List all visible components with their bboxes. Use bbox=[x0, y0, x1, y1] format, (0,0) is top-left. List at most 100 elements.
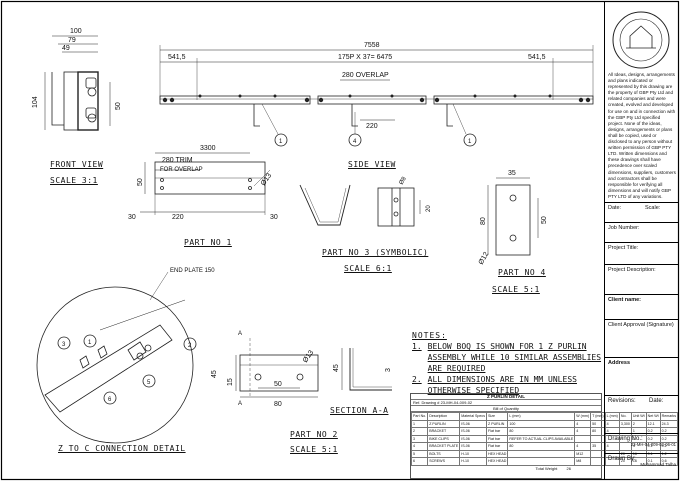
section-dim-45: 45 bbox=[333, 364, 340, 372]
bom-cell: 5 bbox=[410, 449, 429, 458]
front-dim-79: 79 bbox=[68, 37, 76, 44]
part2-title: PART NO 2 bbox=[290, 430, 338, 439]
bom-cell bbox=[590, 434, 606, 443]
drawn-by-label: Drawn By: bbox=[608, 456, 636, 462]
bom-cell: HEX HEAD bbox=[485, 449, 509, 458]
client-name-label: Client name: bbox=[608, 297, 642, 303]
bom-header-row: Part No. Description Material Specs Size… bbox=[410, 412, 679, 421]
bom-cell: BOLTS bbox=[427, 449, 461, 458]
bom-cell: 2 bbox=[410, 427, 429, 436]
client-approval-label: Client Approval (Signature) bbox=[608, 322, 674, 328]
note-item-1: 1. BELOW BOQ IS SHOWN FOR 1 Z PURLIN ASS… bbox=[412, 341, 602, 374]
front-dim-100: 100 bbox=[70, 28, 82, 35]
detail-end-plate: END PLATE 150 bbox=[170, 268, 215, 274]
part1-title: PART NO 1 bbox=[184, 238, 232, 247]
part2-scale: SCALE 5:1 bbox=[290, 445, 338, 454]
bom-cell: 4 bbox=[574, 427, 592, 436]
bom-cell: H-10 bbox=[459, 457, 487, 466]
side-dim-right: 541,5 bbox=[528, 54, 546, 61]
tb-logo-cell: All Ideas, designs, arrangements and pla… bbox=[605, 2, 679, 202]
bom-cell: M8 bbox=[574, 457, 592, 466]
part2-section-a-bottom: A bbox=[238, 401, 242, 407]
bom-cell: 0.6 bbox=[659, 457, 679, 466]
scale-label: Scale: bbox=[645, 205, 661, 211]
bom-cell: M12 bbox=[574, 449, 592, 458]
part3-title: PART NO 3 (SYMBOLIC) bbox=[322, 248, 429, 257]
bom-cell: 4 bbox=[574, 442, 592, 451]
detail-balloon-5: 5 bbox=[147, 380, 151, 386]
tb-approval-row: Client Approval (Signature) bbox=[605, 319, 679, 357]
bom-header: T (mm) bbox=[590, 412, 606, 421]
bom-cell: Z PURLIN bbox=[485, 419, 509, 428]
bom-cell: H-10 bbox=[459, 449, 487, 458]
bom-cell bbox=[574, 434, 592, 443]
part3-clip-drawing bbox=[377, 187, 421, 227]
bom-total-value: 26 bbox=[566, 465, 571, 471]
part4-dim-hole: Ø12 bbox=[478, 251, 491, 266]
notes-heading: NOTES: bbox=[412, 331, 447, 340]
bom-header: Part No. bbox=[410, 412, 429, 421]
part4-dim-35: 35 bbox=[508, 170, 516, 177]
detail-balloon-1: 1 bbox=[88, 340, 92, 346]
note-number: 1. bbox=[412, 342, 422, 351]
side-view-bolts bbox=[162, 94, 591, 103]
side-balloon-1b: 1 bbox=[468, 139, 472, 145]
bom-boq-title: Bill of Quantity bbox=[411, 406, 601, 412]
bom-cell: IS-06 bbox=[459, 427, 487, 436]
part2-dim-50: 50 bbox=[274, 381, 282, 388]
connection-detail-title: Z TO C CONNECTION DETAIL bbox=[58, 444, 186, 453]
bom-ref: Ref. Drawing # 23-MH-04-009-02 bbox=[411, 400, 601, 406]
note-item-2: 2. ALL DIMENSIONS ARE IN MM UNLESS OTHER… bbox=[412, 374, 602, 396]
tb-project-desc-row: Project Description: bbox=[605, 264, 679, 294]
section-aa-drawing bbox=[341, 348, 392, 391]
bom-cell: Flat bar bbox=[485, 442, 509, 451]
part1-trim-note: FOR OVERLAP bbox=[160, 167, 203, 173]
bom-cell: 4 bbox=[574, 419, 592, 428]
drawing-number-value: 23-MH-04-009-02-06-01 bbox=[630, 442, 676, 447]
project-title-label: Project Title: bbox=[608, 245, 639, 251]
part2-section-a-top: A bbox=[238, 331, 242, 337]
detail-balloon-2: 2 bbox=[188, 343, 192, 349]
bom-cell: 6 bbox=[410, 457, 429, 466]
note-text: ALL DIMENSIONS ARE IN MM UNLESS OTHERWIS… bbox=[427, 375, 577, 395]
bom-cell bbox=[507, 449, 576, 458]
part2-dim-45: 45 bbox=[211, 370, 218, 378]
front-view-scale: SCALE 3:1 bbox=[50, 176, 98, 185]
part2-dim-80: 80 bbox=[274, 401, 282, 408]
front-view-title: FRONT VIEW bbox=[50, 160, 104, 169]
tb-drawing-no-row: Drawing No.: 23-MH-04-009-02-06-01 bbox=[605, 433, 679, 453]
bom-cell: 20 bbox=[618, 457, 632, 466]
address-label: Address bbox=[608, 360, 631, 366]
tb-address-row: Address bbox=[605, 357, 679, 395]
bom-cell: 3 bbox=[410, 434, 429, 443]
tb-project-title-row: Project Title: bbox=[605, 242, 679, 264]
bom-cell: 35 bbox=[590, 442, 606, 451]
part3-scale: SCALE 6:1 bbox=[344, 264, 392, 273]
part3-drawing bbox=[299, 184, 351, 226]
revisions-label: Revisions: bbox=[608, 398, 636, 404]
bom-table: Part No. Description Material Specs Size… bbox=[410, 412, 679, 466]
bom-cell: 50 bbox=[590, 419, 606, 428]
bom-total-label: Total Weight bbox=[535, 465, 558, 471]
part4-title: PART NO 4 bbox=[498, 268, 546, 277]
part1-dim-30b: 30 bbox=[270, 214, 278, 221]
part4-scale: SCALE 5:1 bbox=[492, 285, 540, 294]
side-dim-middle: 175P X 37= 6475 bbox=[338, 54, 392, 61]
date-label: Date: bbox=[608, 205, 622, 211]
detail-balloon-3: 3 bbox=[62, 342, 66, 348]
bom-total: Total Weight 26 bbox=[411, 466, 601, 471]
part4-dim-80: 80 bbox=[480, 217, 487, 225]
bom-header: W (mm) bbox=[574, 412, 592, 421]
project-description-label: Project Description: bbox=[608, 267, 656, 273]
part1-dim-height: 50 bbox=[137, 178, 144, 186]
part2-dim-15: 15 bbox=[227, 378, 234, 386]
side-balloon-1a: 1 bbox=[279, 139, 283, 145]
bom-cell: Flat bar bbox=[485, 434, 509, 443]
job-number-label: Job Number: bbox=[608, 225, 640, 231]
bom-cell: 80 bbox=[507, 442, 576, 451]
part1-drawing bbox=[140, 152, 271, 215]
side-view-title: SIDE VIEW bbox=[348, 160, 396, 169]
bom-cell bbox=[604, 457, 620, 466]
